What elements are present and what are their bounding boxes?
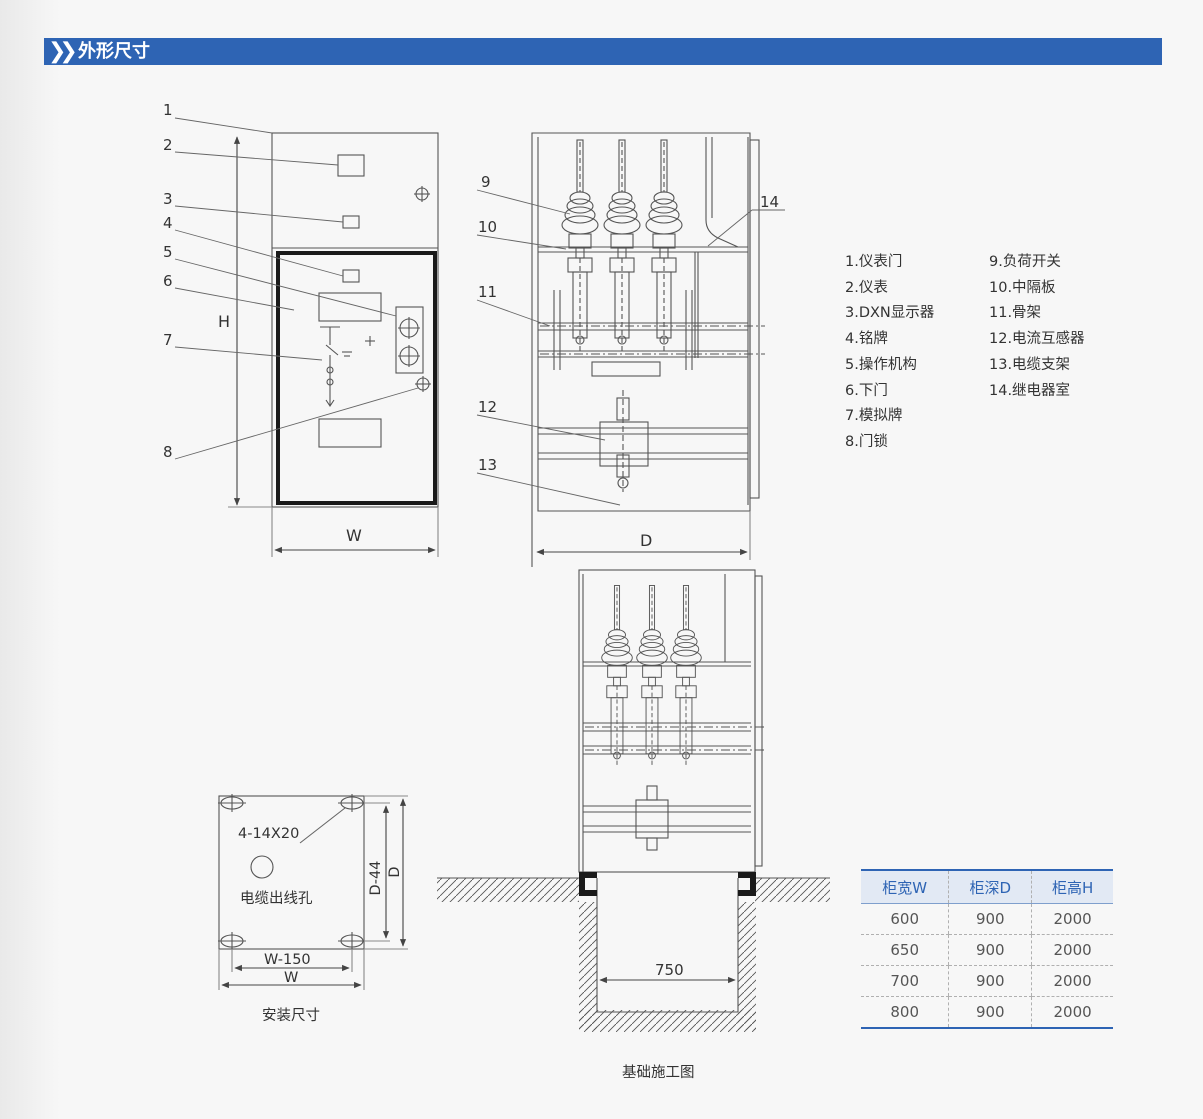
legend-item: 13.电缆支架	[989, 356, 1071, 373]
frame-rails	[538, 290, 765, 370]
front-cabinet-outline	[271, 132, 439, 508]
lower-door	[276, 251, 437, 505]
table-row: 800 900 2000	[861, 996, 1113, 1029]
legend-item: 4.铭牌	[845, 331, 888, 348]
callout-9: 9	[481, 173, 491, 191]
width-dimension-label: W	[346, 526, 362, 545]
callout-11: 11	[478, 283, 497, 301]
foundation-cabinet	[578, 569, 756, 873]
legend-item: 2.仪表	[845, 279, 888, 296]
legend-item: 1.仪表门	[845, 254, 903, 270]
legend-item: 5.操作机构	[845, 356, 917, 373]
section-title: 外形尺寸	[78, 41, 150, 62]
foundation-labels: 750 基础施工图	[622, 961, 695, 1081]
table-cell: 900	[948, 903, 1032, 935]
inner-width-label: W-150	[264, 952, 311, 968]
table-cell: 900	[948, 996, 1032, 1029]
current-transformer	[599, 421, 649, 467]
callout-1: 1	[163, 101, 173, 119]
table-row: 650 900 2000	[861, 934, 1113, 966]
install-caption: 安装尺寸	[262, 1007, 320, 1024]
install-base	[218, 795, 365, 950]
side-leaders	[476, 189, 785, 506]
outer-depth-label: D	[387, 866, 403, 877]
table-cell: 2000	[1031, 903, 1113, 935]
table-cell: 800	[861, 996, 949, 1029]
legend-item: 3.DXN显示器	[845, 305, 935, 322]
mimic-diagram	[320, 326, 375, 407]
inner-panel	[318, 292, 382, 322]
table-cell: 700	[861, 965, 949, 997]
hole-spec-label: 4-14X20	[238, 826, 299, 842]
cable-hole-label: 电缆出线孔	[240, 890, 313, 907]
cable-hole-icon	[250, 855, 274, 879]
table-cell: 600	[861, 903, 949, 935]
operating-mechanism	[395, 306, 424, 374]
table-cell: 650	[861, 934, 949, 966]
height-dimension-label: H	[218, 312, 230, 331]
pit-width-label: 750	[655, 961, 684, 979]
nameplate	[342, 269, 360, 283]
callout-10: 10	[478, 218, 497, 236]
table-cell: 2000	[1031, 934, 1113, 966]
callout-5: 5	[163, 243, 173, 261]
depth-dimension-label: D	[640, 531, 652, 550]
side-door-edge	[749, 139, 760, 499]
outer-width-label: W	[284, 970, 298, 986]
legend-column-1: 1.仪表门 2.仪表 3.DXN显示器 4.铭牌 5.操作机构 6.下门 7.模…	[845, 250, 934, 456]
install-labels: 4-14X20 电缆出线孔 W-150 W D-44 D 安装尺寸	[238, 826, 403, 1024]
legend-column-2: 9.负荷开关 10.中隔板 11.骨架 12.电流互感器 13.电缆支架 14.…	[989, 250, 1085, 404]
callout-3: 3	[163, 190, 173, 208]
side-view-labels: 9 10 11 12 13 14 D	[478, 173, 779, 550]
legend-item: 11.骨架	[989, 305, 1042, 322]
relay-room	[705, 137, 739, 248]
front-view	[174, 117, 439, 557]
callout-13: 13	[478, 456, 497, 474]
callout-4: 4	[163, 214, 173, 232]
table-cell: 900	[948, 965, 1032, 997]
callout-12: 12	[478, 398, 497, 416]
dxn-display	[342, 215, 360, 229]
callout-8: 8	[163, 443, 173, 461]
inner-depth-label: D-44	[368, 861, 384, 896]
column-header: 柜深D	[948, 869, 1032, 904]
column-header: 柜宽W	[861, 869, 949, 904]
table-cell: 900	[948, 934, 1032, 966]
install-view	[217, 793, 408, 990]
foundation-view	[437, 569, 830, 1032]
side-view	[476, 132, 785, 567]
section-header: ❯❯ 外形尺寸	[44, 38, 1162, 65]
legend-item: 10.中隔板	[989, 279, 1056, 296]
table-cell: 2000	[1031, 965, 1113, 997]
front-leaders	[174, 117, 419, 460]
foundation-caption: 基础施工图	[622, 1064, 695, 1081]
meter	[337, 154, 365, 177]
table-header-row: 柜宽W 柜深D 柜高H	[861, 869, 1113, 904]
table-row: 600 900 2000	[861, 903, 1113, 935]
callout-6: 6	[163, 272, 173, 290]
callout-14: 14	[760, 193, 779, 211]
legend-item: 14.继电器室	[989, 382, 1071, 399]
busbar-link	[591, 361, 661, 377]
callout-7: 7	[163, 331, 173, 349]
legend-item: 9.负荷开关	[989, 254, 1061, 270]
legend-item: 6.下门	[845, 382, 888, 399]
callout-2: 2	[163, 136, 173, 154]
table-cell: 2000	[1031, 996, 1113, 1029]
legend-item: 7.模拟牌	[845, 408, 903, 425]
legend-item: 12.电流互感器	[989, 331, 1085, 348]
table-row: 700 900 2000	[861, 965, 1113, 997]
dimension-table: 柜宽W 柜深D 柜高H 600 900 2000 650 900 2000 70…	[861, 869, 1113, 1029]
legend-item: 8.门锁	[845, 433, 888, 450]
column-header: 柜高H	[1031, 869, 1113, 904]
lower-panel	[318, 418, 382, 448]
front-view-labels: 1 2 3 4 5 6 7 8 H W	[163, 101, 362, 545]
